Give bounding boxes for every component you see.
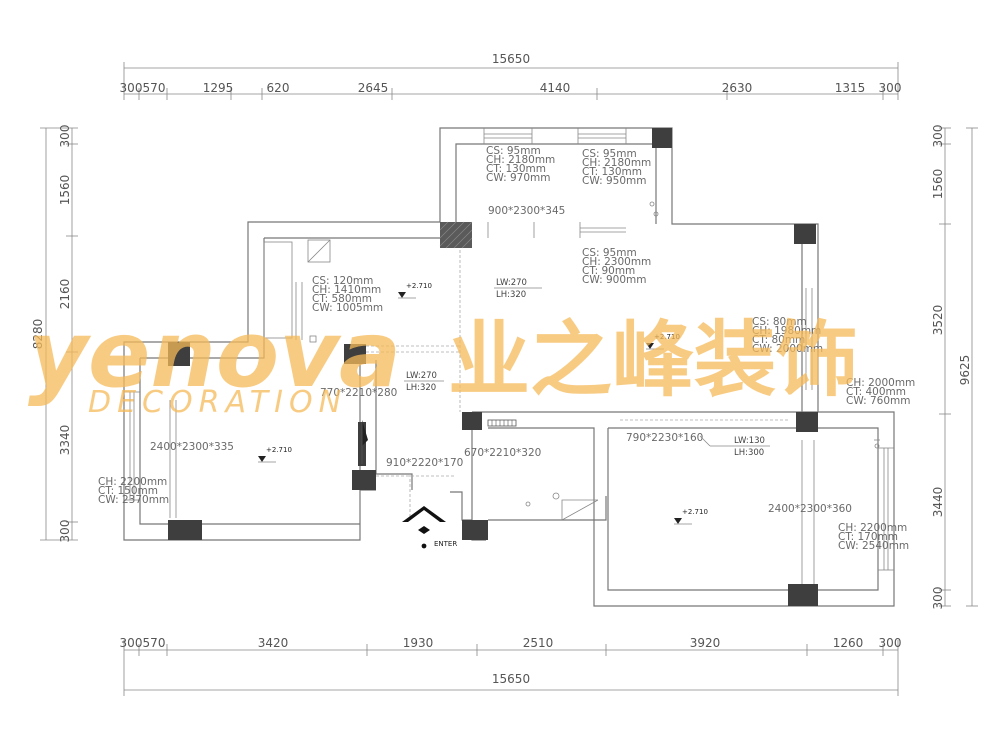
note-top-left-cs: CS: 95mm	[486, 145, 541, 157]
note-living-cw: CW: 900mm	[582, 274, 646, 286]
dim-top-2: 570	[143, 81, 166, 95]
note-right-ch: CH: 1980mm	[752, 325, 821, 337]
dim-bottom-7: 1260	[833, 636, 864, 650]
dashed-lines	[366, 240, 790, 520]
note-kitchen-cs: CS: 120mm	[312, 275, 373, 287]
notes: CS: 95mm CH: 2180mm CT: 130mm CW: 970mm …	[98, 145, 915, 552]
entry-label: ENTER	[434, 540, 457, 548]
note-lh3: LH:300	[734, 448, 764, 458]
dim-left-3: 2160	[58, 279, 72, 310]
note-kitchen-ct: CT: 580mm	[312, 293, 372, 305]
dim-top-6: 4140	[540, 81, 571, 95]
dim-right-total: 9625	[958, 355, 972, 386]
note-living-ct: CT: 90mm	[582, 265, 635, 277]
note-right-ct: CT: 80mm	[752, 334, 805, 346]
dim-top-7: 2630	[722, 81, 753, 95]
svg-text:+2.710: +2.710	[654, 333, 680, 341]
note-door-770: 770*2210*280	[320, 387, 397, 399]
note-left-ct: CT: 150mm	[98, 485, 158, 497]
note-door-left-room: 2400*2300*335	[150, 441, 234, 453]
note-right-cw: CW: 2000mm	[752, 343, 823, 355]
note-lh1: LH:320	[496, 290, 526, 300]
watermark-brand: yenova	[28, 301, 401, 408]
dim-left-4: 3340	[58, 425, 72, 456]
note-lw3: LW:130	[734, 436, 765, 446]
dim-total-bottom: 15650	[492, 672, 530, 686]
dim-right-2: 1560	[931, 169, 945, 200]
dim-bottom-4: 1930	[403, 636, 434, 650]
dim-left-total: 8280	[31, 319, 45, 350]
svg-text:+2.710: +2.710	[266, 446, 292, 454]
dim-bottom-6: 3920	[690, 636, 721, 650]
dim-bottom-5: 2510	[523, 636, 554, 650]
note-left-cw: CW: 2370mm	[98, 494, 169, 506]
brand-watermark: yenova 业之峰装饰 DECORATION	[28, 301, 858, 420]
note-right2-cw: CW: 760mm	[846, 395, 910, 407]
note-top-right-cs: CS: 95mm	[582, 148, 637, 160]
note-right2-ct: CT: 400mm	[846, 386, 906, 398]
note-top-left-cw: CW: 970mm	[486, 172, 550, 184]
note-lw1: LW:270	[496, 278, 527, 288]
left-dimensions: 8280 300 1560 2160 3340 300	[31, 125, 78, 543]
right-dimensions: 300 1560 3520 3440 300 9625	[931, 125, 978, 610]
dim-total-top: 15650	[492, 52, 530, 66]
note-living-ch: CH: 2300mm	[582, 256, 651, 268]
windows	[124, 128, 894, 584]
door-swing	[361, 420, 368, 464]
watermark-chinese: 业之峰装饰	[448, 313, 858, 408]
note-br-ch: CH: 2200mm	[838, 522, 907, 534]
level-marker-2: +2.710	[646, 333, 680, 350]
note-lw2: LW:270	[406, 371, 437, 381]
dim-bottom-3: 3420	[258, 636, 289, 650]
dim-right-3: 3520	[931, 305, 945, 336]
dim-bottom-2: 570	[143, 636, 166, 650]
note-top-right-cw: CW: 950mm	[582, 175, 646, 187]
note-lh2: LH:320	[406, 383, 436, 393]
svg-text:+2.710: +2.710	[406, 282, 432, 290]
svg-text:+2.710: +2.710	[682, 508, 708, 516]
note-top-right-ch: CH: 2180mm	[582, 157, 651, 169]
note-kitchen-ch: CH: 1410mm	[312, 284, 381, 296]
note-door-790: 790*2230*160	[626, 432, 703, 444]
top-dimensions: 15650 300 570 1295 620 2645 4140 2630 13…	[120, 52, 902, 100]
note-top-right-ct: CT: 130mm	[582, 166, 642, 178]
note-br-cw: CW: 2540mm	[838, 540, 909, 552]
dim-right-1: 300	[931, 125, 945, 148]
dim-top-4: 620	[267, 81, 290, 95]
dim-bottom-8: 300	[879, 636, 902, 650]
dim-left-1: 300	[58, 125, 72, 148]
note-right2-ch: CH: 2000mm	[846, 377, 915, 389]
level-marker-4: +2.710	[674, 508, 708, 525]
note-top-left-ch: CH: 2180mm	[486, 154, 555, 166]
note-door-br-room: 2400*2300*360	[768, 503, 852, 515]
dim-top-3: 1295	[203, 81, 234, 95]
note-br-ct: CT: 170mm	[838, 531, 898, 543]
dim-top-9: 300	[879, 81, 902, 95]
level-marker-3: +2.710	[258, 446, 292, 463]
note-kitchen-cw: CW: 1005mm	[312, 302, 383, 314]
entry-arrow-icon	[402, 506, 446, 549]
note-living-cs: CS: 95mm	[582, 247, 637, 259]
dim-bottom-1: 300	[120, 636, 143, 650]
dim-top-8: 1315	[835, 81, 866, 95]
pillars	[168, 128, 818, 606]
watermark-sub: DECORATION	[88, 385, 347, 420]
note-door-910: 910*2220*170	[386, 457, 463, 469]
dim-top-1: 300	[120, 81, 143, 95]
level-marker-1: +2.710	[398, 282, 432, 299]
note-door-670: 670*2210*320	[464, 447, 541, 459]
dim-top-5: 2645	[358, 81, 389, 95]
dim-left-2: 1560	[58, 175, 72, 206]
dim-right-4: 3440	[931, 487, 945, 518]
dim-right-5: 300	[931, 587, 945, 610]
bottom-dimensions: 300 570 3420 1930 2510 3920 1260 300 156…	[120, 636, 902, 696]
note-right-cs: CS: 80mm	[752, 316, 807, 328]
note-left-ch: CH: 2200mm	[98, 476, 167, 488]
note-top-left-ct: CT: 130mm	[486, 163, 546, 175]
note-top-door: 900*2300*345	[488, 205, 565, 217]
dim-left-5: 300	[58, 520, 72, 543]
